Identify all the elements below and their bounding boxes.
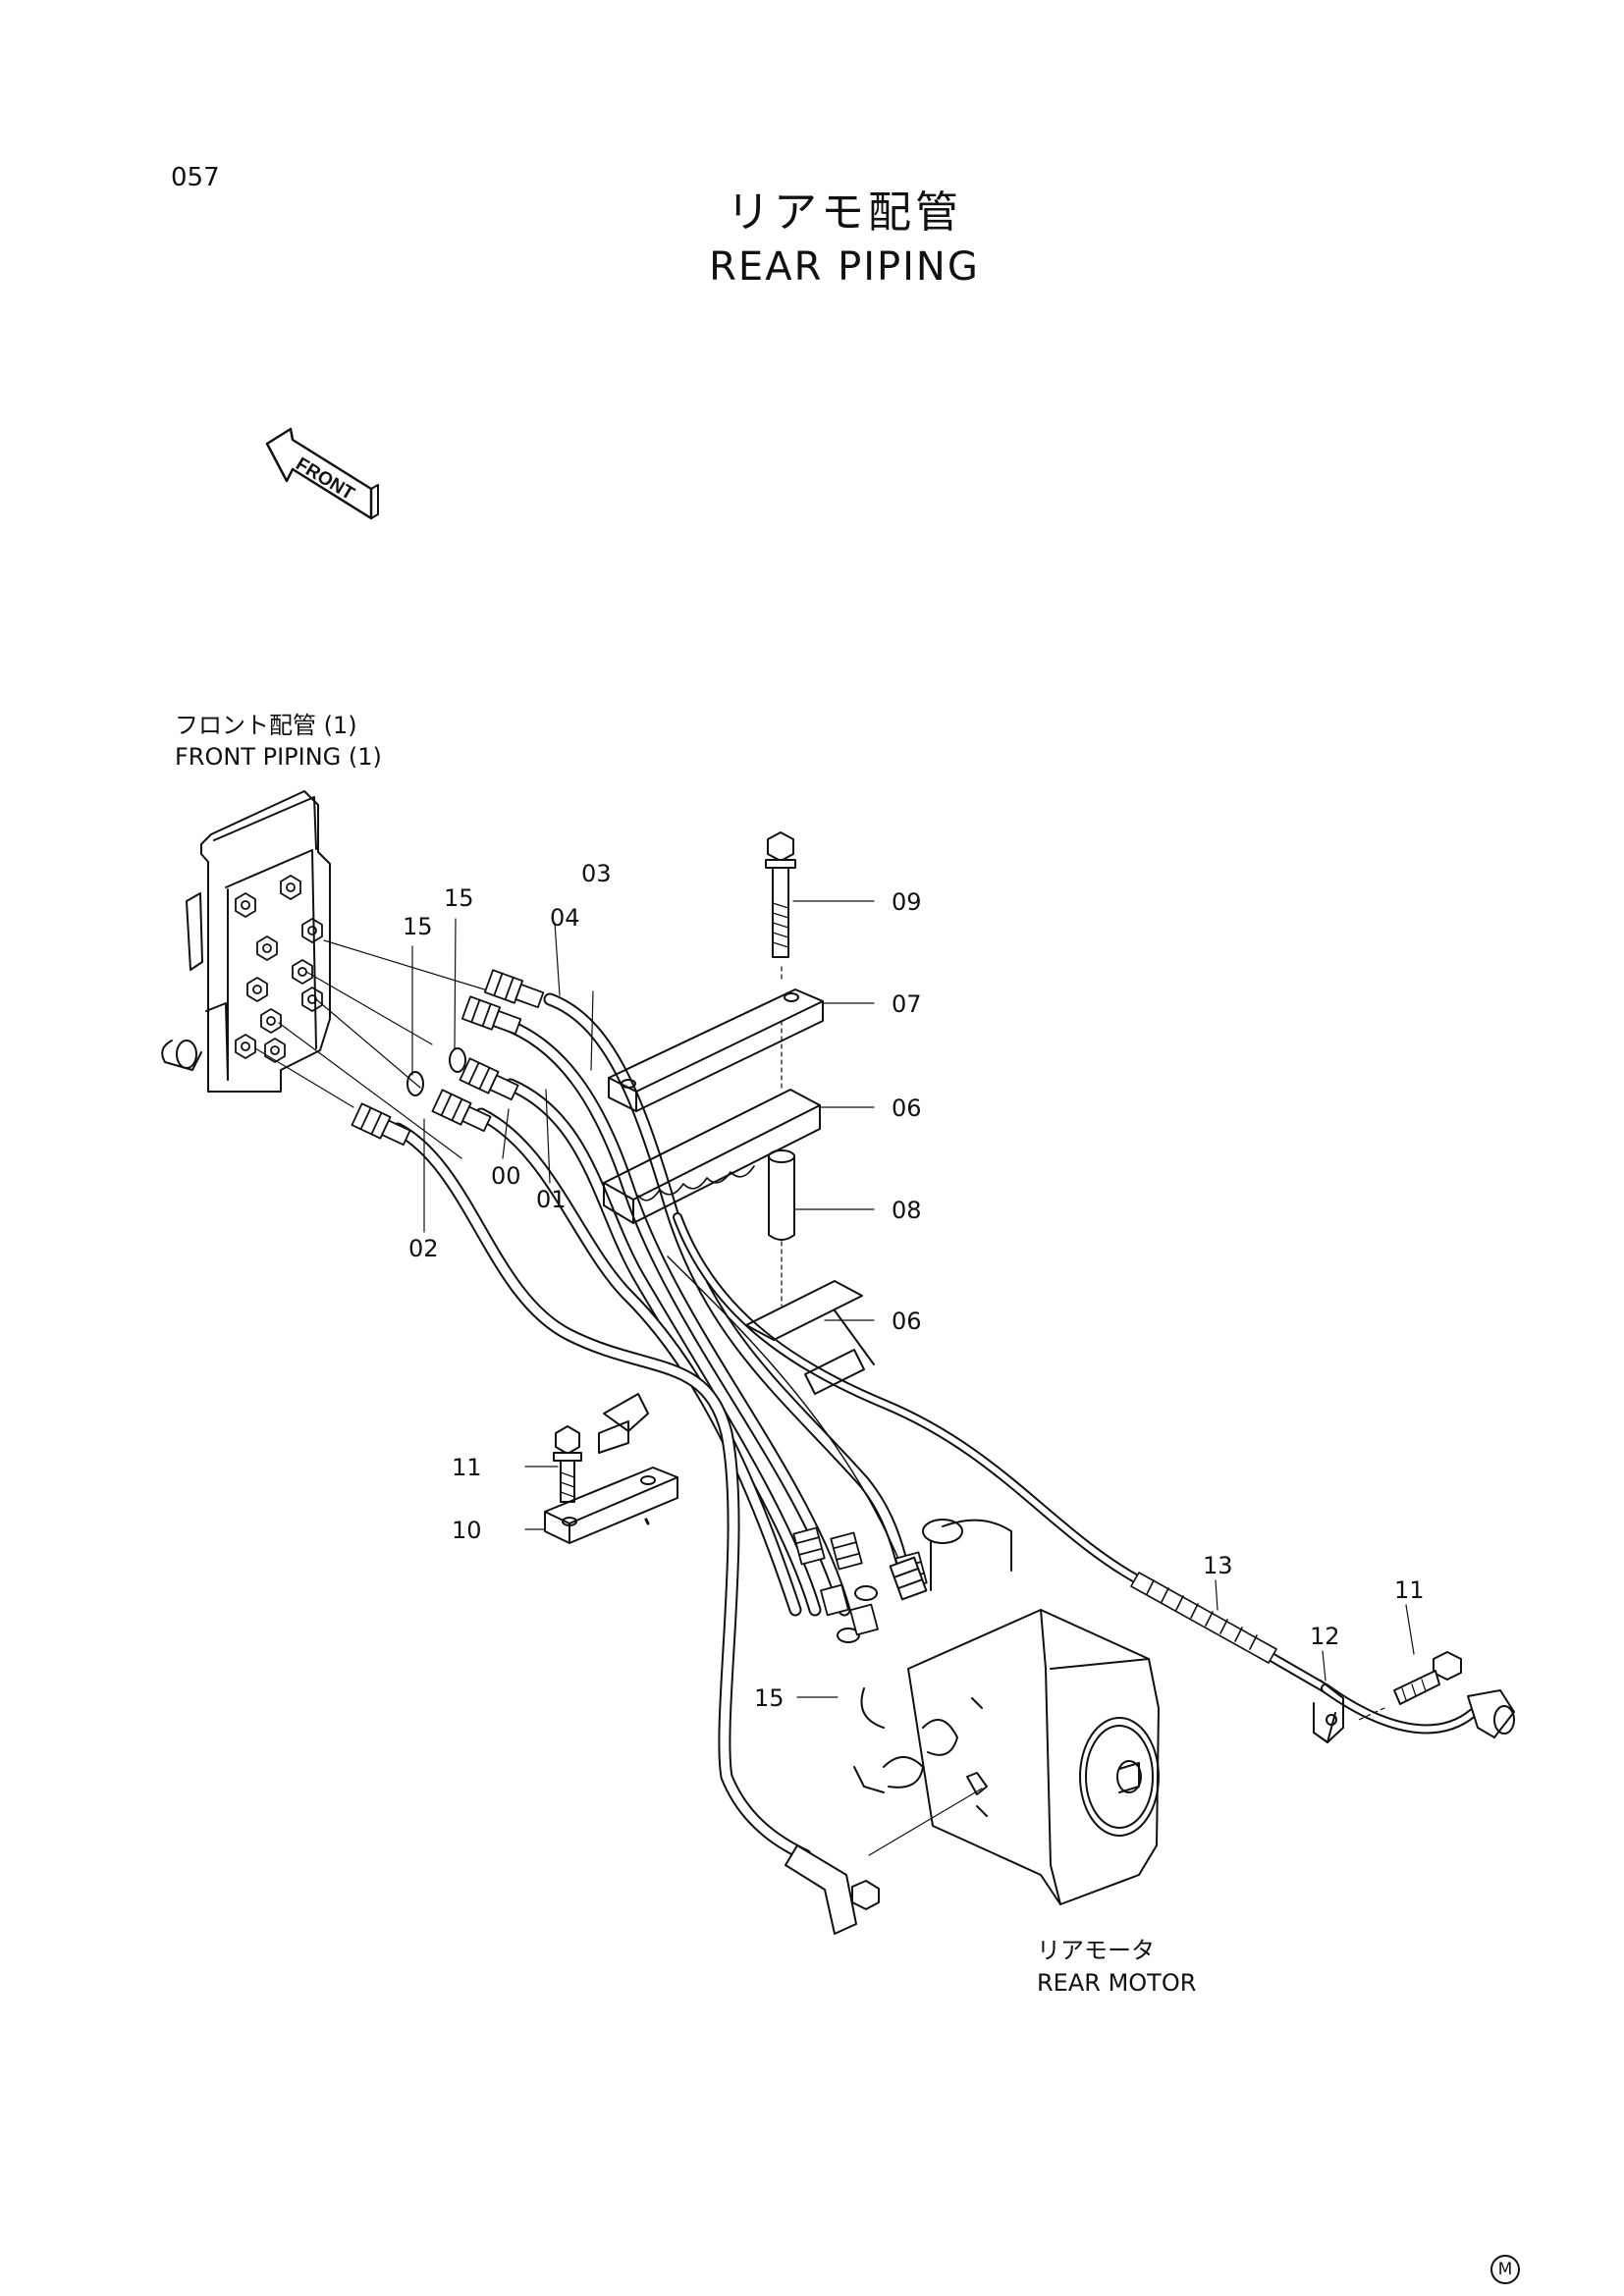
callout-leaders (412, 901, 1414, 1697)
callout-03: 03 (581, 860, 612, 887)
front-piping-label-en: FRONT PIPING (1) (175, 743, 382, 771)
callout-12: 12 (1310, 1623, 1340, 1650)
page-number: 057 (171, 163, 220, 192)
callout-15-b: 15 (444, 884, 474, 912)
hose-end-fittings-left (352, 970, 544, 1148)
callout-15-a: 15 (403, 913, 433, 940)
title-japanese: リアモ配管 (727, 187, 962, 238)
clamp-06-upper (604, 1090, 820, 1223)
callout-11-right: 11 (1394, 1576, 1425, 1604)
callout-06-lower: 06 (892, 1308, 922, 1335)
front-arrow-icon: FRONT (267, 429, 378, 518)
callout-10: 10 (452, 1517, 482, 1544)
port-center-lines (255, 940, 491, 1158)
rear-motor-label-jp: リアモータ (1037, 1937, 1155, 1964)
callout-02: 02 (408, 1235, 439, 1262)
hoses (398, 999, 1473, 1855)
rear-motor (854, 1520, 1159, 1904)
clamp-06-lower (746, 1281, 874, 1364)
callout-00: 00 (491, 1162, 521, 1190)
o-rings (407, 1048, 877, 1642)
callout-06-upper: 06 (892, 1095, 922, 1122)
callout-08: 08 (892, 1197, 922, 1224)
pilot-tube-end-fitting (891, 1558, 927, 1600)
plate-07 (609, 989, 823, 1111)
footer-mark: M (1490, 2255, 1520, 2284)
pilot-hose-13-segment (1131, 1573, 1276, 1663)
clamp-12 (1314, 1681, 1343, 1742)
callout-11-left: 11 (452, 1454, 482, 1481)
bracket-frame (545, 1350, 864, 1543)
front-piping-valve-block (162, 791, 330, 1092)
title-english: REAR PIPING (709, 244, 980, 290)
elbow-fitting-bottom (785, 1845, 879, 1934)
rear-motor-label-en: REAR MOTOR (1037, 1969, 1197, 1997)
bolt-11-left (554, 1426, 581, 1502)
callout-09: 09 (892, 888, 922, 916)
front-piping-label-jp: フロント配管 (1) (175, 712, 357, 739)
callout-07: 07 (892, 990, 922, 1018)
callout-13: 13 (1203, 1552, 1233, 1579)
bolt-11-right (1394, 1652, 1461, 1704)
elbow-fitting-right (1468, 1690, 1514, 1737)
callout-04: 04 (550, 904, 580, 932)
callout-15-c: 15 (754, 1684, 785, 1712)
spacer-08 (769, 1150, 794, 1240)
bolt-09 (766, 832, 795, 957)
callout-01: 01 (536, 1186, 567, 1213)
